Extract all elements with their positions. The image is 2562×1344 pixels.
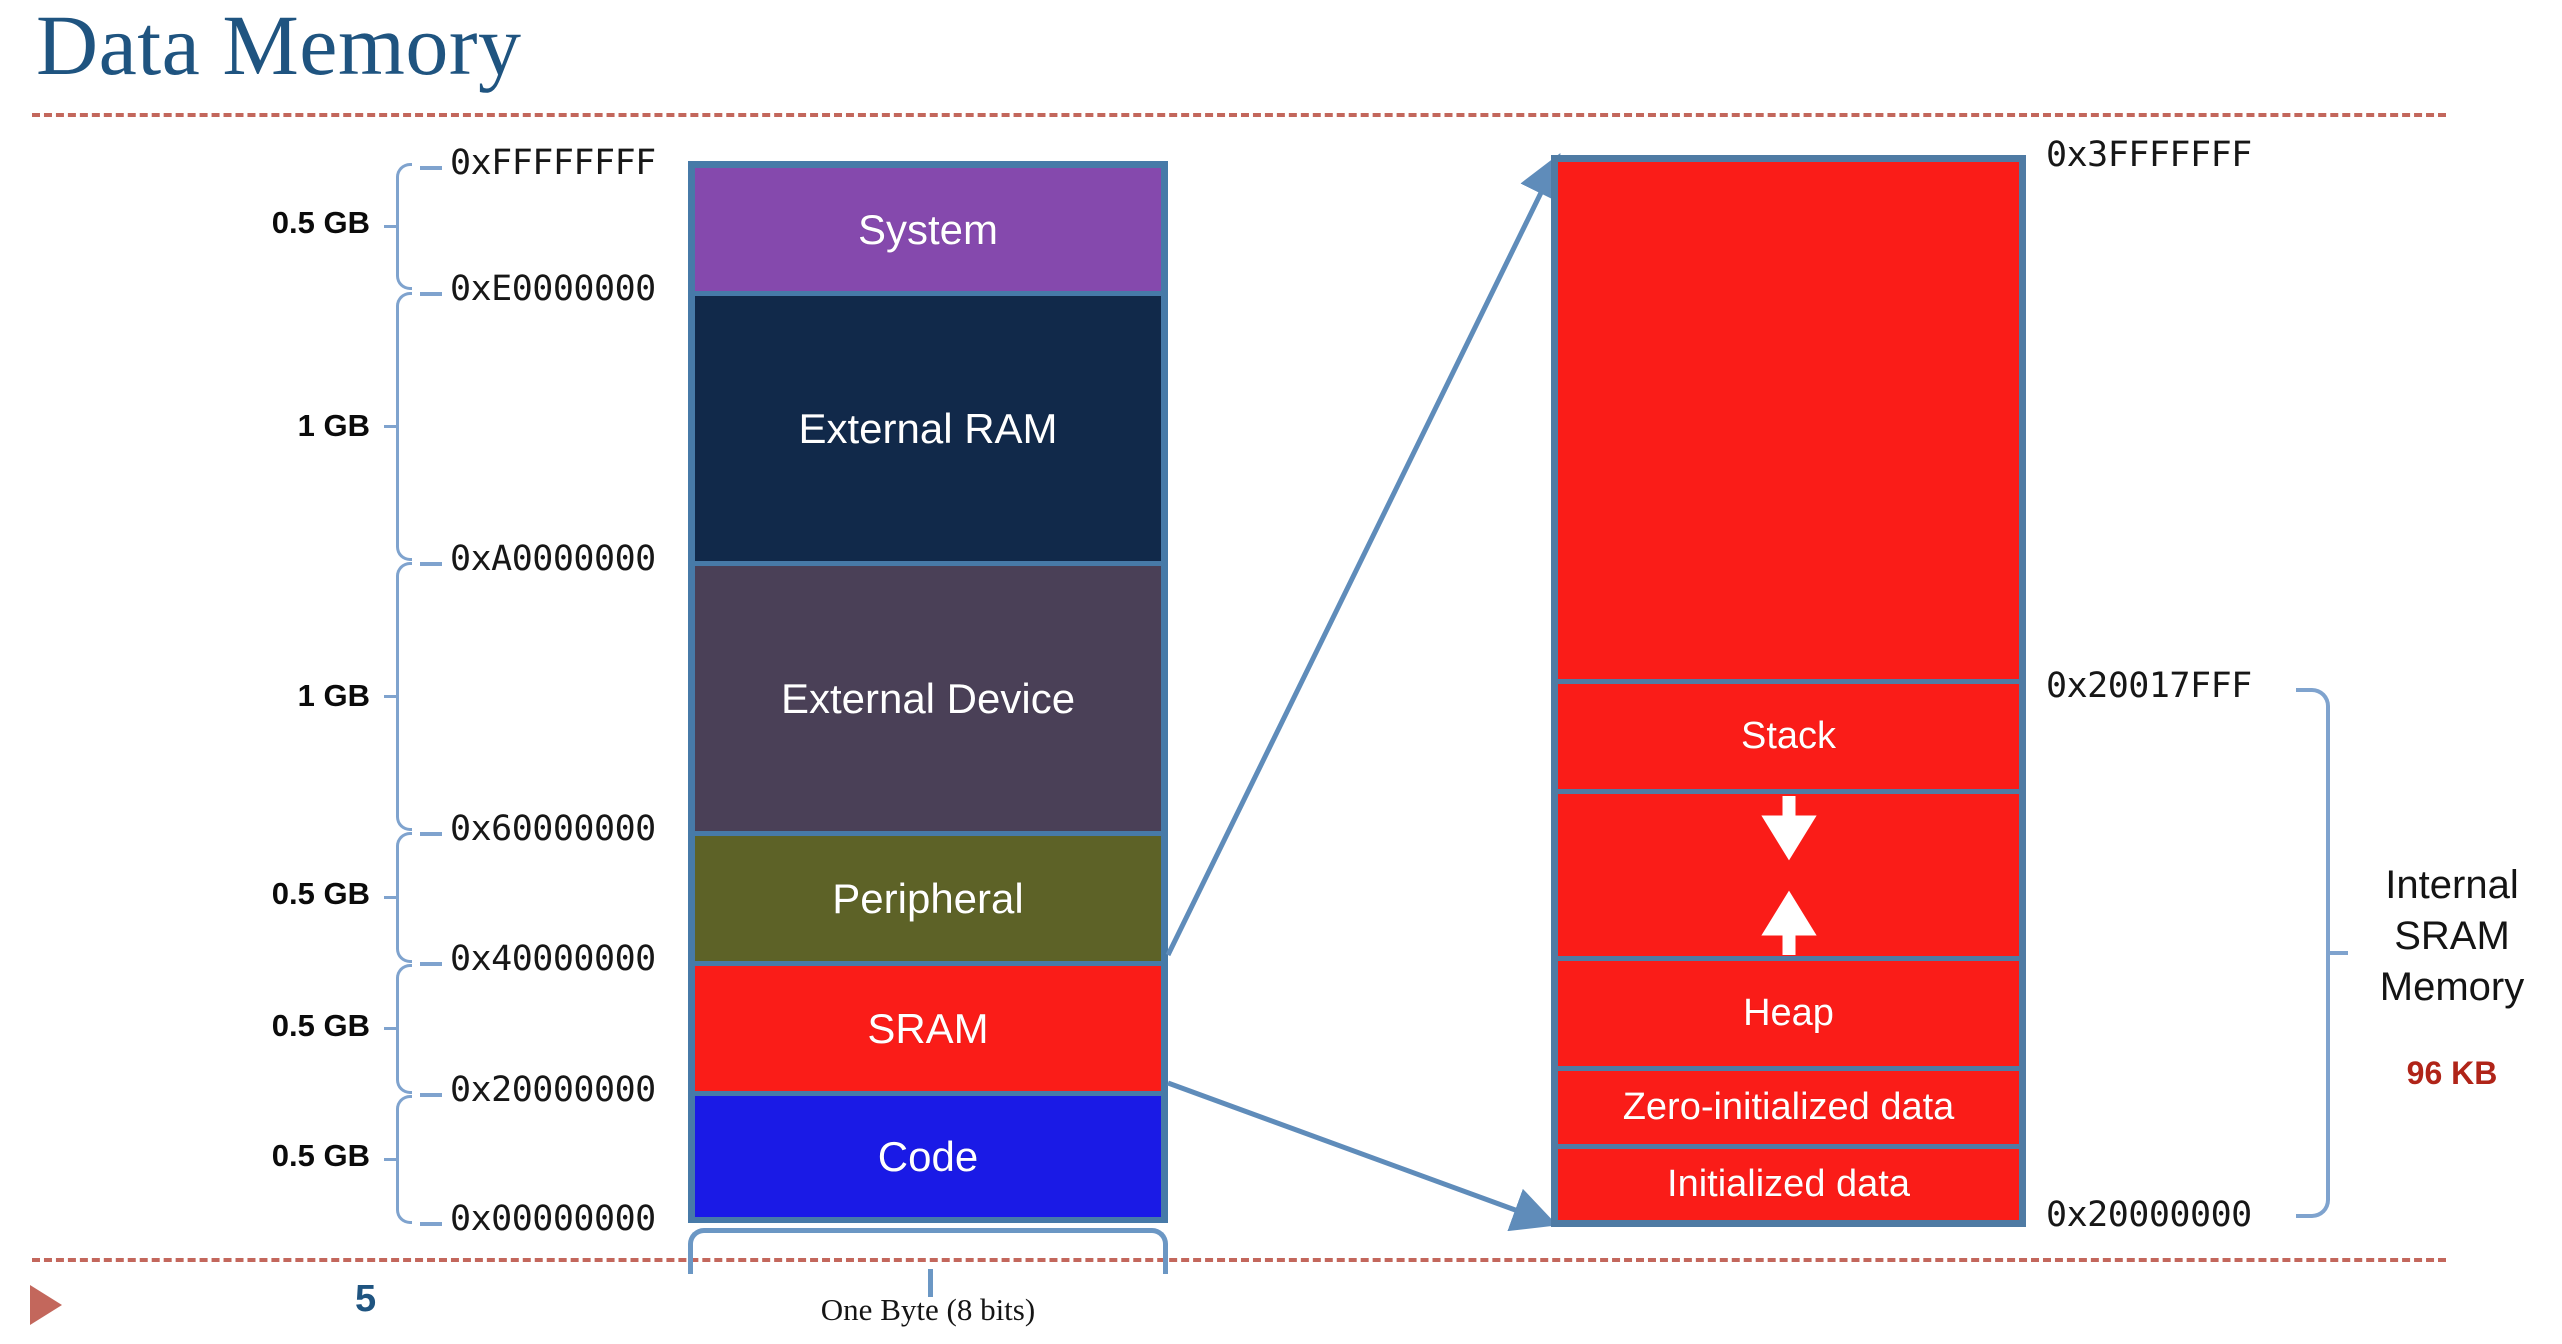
memory-block-external-ram[interactable]: External RAM xyxy=(695,296,1161,566)
size-brace-code xyxy=(384,1095,412,1224)
internal-sram-label: Internal SRAM Memory xyxy=(2352,860,2552,1014)
address-label-0xFFFFFFFF: 0xFFFFFFFF xyxy=(450,143,656,183)
memory-map-column: System External RAM External Device Peri… xyxy=(688,161,1168,1223)
addr-tick-1 xyxy=(420,292,442,296)
addr-tick-0 xyxy=(420,166,442,170)
play-triangle-icon xyxy=(30,1285,62,1325)
sram-section-free-top[interactable] xyxy=(1558,162,2019,684)
internal-sram-label-line3: Memory xyxy=(2379,965,2525,1010)
sram-section-data[interactable]: Initialized data xyxy=(1667,1163,1910,1205)
size-brace-peripheral xyxy=(384,832,412,963)
size-label-code: 0.5 GB xyxy=(271,1138,370,1173)
sram-section-stack[interactable]: Stack xyxy=(1558,684,2019,794)
size-brace-external-ram xyxy=(384,292,412,561)
internal-sram-label-line1: Internal xyxy=(2385,863,2519,907)
sram-section-gap[interactable] xyxy=(1558,794,2019,961)
size-label-sram: 0.5 GB xyxy=(271,1008,370,1043)
top-divider xyxy=(32,113,2446,117)
page-title: Data Memory xyxy=(36,0,522,93)
addr-tick-6 xyxy=(420,1222,442,1226)
size-label-external-device: 1 GB xyxy=(297,678,370,713)
sram-expand-arrow-top xyxy=(1165,153,1561,957)
address-label-0xE0000000: 0xE0000000 xyxy=(450,269,656,309)
size-label-peripheral: 0.5 GB xyxy=(271,876,370,911)
memory-block-external-device[interactable]: External Device xyxy=(695,566,1161,836)
memory-block-sram[interactable]: SRAM xyxy=(695,966,1161,1096)
sram-detail-panel: Stack Heap Zero-initialized data Initial… xyxy=(1551,155,2026,1227)
address-label-0x20000000: 0x20000000 xyxy=(450,1070,656,1110)
slide-number: 5 xyxy=(355,1278,377,1320)
one-byte-label: One Byte (8 bits) xyxy=(820,1292,1036,1327)
size-brace-sram xyxy=(384,964,412,1094)
memory-block-peripheral[interactable]: Peripheral xyxy=(695,836,1161,966)
address-label-0x60000000: 0x60000000 xyxy=(450,809,656,849)
memory-block-code[interactable]: Code xyxy=(695,1096,1161,1217)
size-brace-external-device xyxy=(384,562,412,831)
address-label-0x00000000: 0x00000000 xyxy=(450,1199,656,1239)
address-label-0x20017FFF: 0x20017FFF xyxy=(2046,666,2252,706)
address-label-0x40000000: 0x40000000 xyxy=(450,939,656,979)
internal-sram-bracket-nub xyxy=(2326,951,2348,955)
address-label-0xA0000000: 0xA0000000 xyxy=(450,539,656,579)
memory-block-system[interactable]: System xyxy=(695,168,1161,296)
addr-tick-2 xyxy=(420,562,442,566)
growth-arrows-icon xyxy=(1760,795,1817,955)
addr-tick-5 xyxy=(420,1093,442,1097)
bottom-divider xyxy=(32,1258,2446,1262)
sram-expand-arrow-bottom xyxy=(1167,1080,1558,1232)
size-brace-system xyxy=(384,163,412,290)
internal-sram-label-line2: SRAM xyxy=(2394,914,2510,959)
size-label-system: 0.5 GB xyxy=(271,205,370,240)
addr-tick-3 xyxy=(420,832,442,836)
sram-section-bss[interactable]: Zero-initialized data xyxy=(1558,1071,2019,1149)
internal-sram-size: 96 KB xyxy=(2406,1055,2498,1091)
size-label-external-ram: 1 GB xyxy=(297,408,370,443)
sram-section-heap[interactable]: Heap xyxy=(1558,961,2019,1071)
addr-tick-4 xyxy=(420,962,442,966)
one-byte-brace xyxy=(688,1228,1168,1297)
address-label-sram-base: 0x20000000 xyxy=(2046,1195,2252,1235)
internal-sram-bracket xyxy=(2296,688,2330,1218)
address-label-0x3FFFFFFF: 0x3FFFFFFF xyxy=(2046,135,2252,175)
